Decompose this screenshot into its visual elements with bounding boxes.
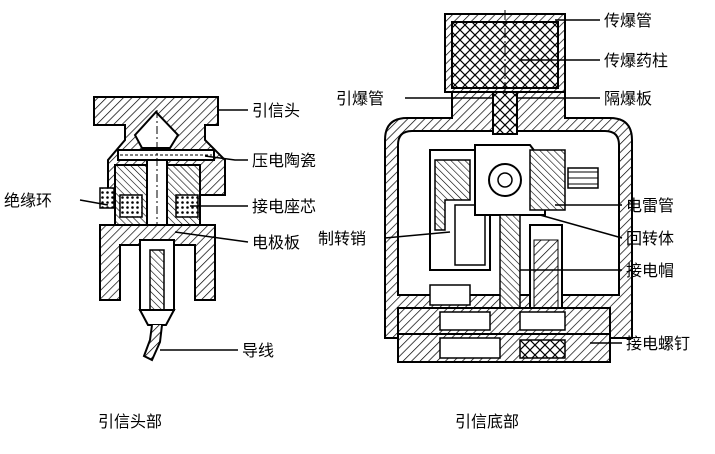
label-booster-charge: 传爆药柱 bbox=[604, 51, 668, 70]
fuze-head-leaders bbox=[79, 109, 249, 351]
label-lead-wire: 导线 bbox=[242, 341, 274, 360]
label-booster-tube: 传爆管 bbox=[604, 11, 652, 30]
label-electric-detonator: 电雷管 bbox=[626, 196, 674, 215]
label-barrier-plate: 隔爆板 bbox=[604, 89, 652, 108]
fuze-head-drawing bbox=[93, 96, 226, 362]
label-contact-screw: 接电螺钉 bbox=[626, 334, 690, 353]
label-rotor: 回转体 bbox=[626, 229, 674, 248]
label-contact-cap: 接电帽 bbox=[626, 261, 674, 280]
label-head: 引信头 bbox=[252, 101, 300, 120]
label-piezo-ceramic: 压电陶瓷 bbox=[252, 151, 316, 170]
fuze-base-drawing bbox=[384, 10, 633, 365]
label-electrode-plate: 电极板 bbox=[252, 233, 300, 252]
label-contact-seat-core: 接电座芯 bbox=[252, 197, 316, 216]
fuze-base-labels: 传爆管 传爆药柱 引爆管 隔爆板 电雷管 回转体 制转销 接电帽 接电螺钉 引信… bbox=[318, 11, 690, 431]
label-rotor-lock-pin: 制转销 bbox=[318, 229, 366, 248]
right-figure-caption: 引信底部 bbox=[455, 412, 519, 431]
fuze-base-leaders bbox=[384, 19, 623, 344]
left-figure-caption: 引信头部 bbox=[98, 412, 162, 431]
fuze-head-labels: 引信头 压电陶瓷 绝缘环 接电座芯 电极板 导线 引信头部 bbox=[4, 101, 316, 431]
label-insulating-ring: 绝缘环 bbox=[4, 191, 52, 210]
label-detonator: 引爆管 bbox=[336, 89, 384, 108]
